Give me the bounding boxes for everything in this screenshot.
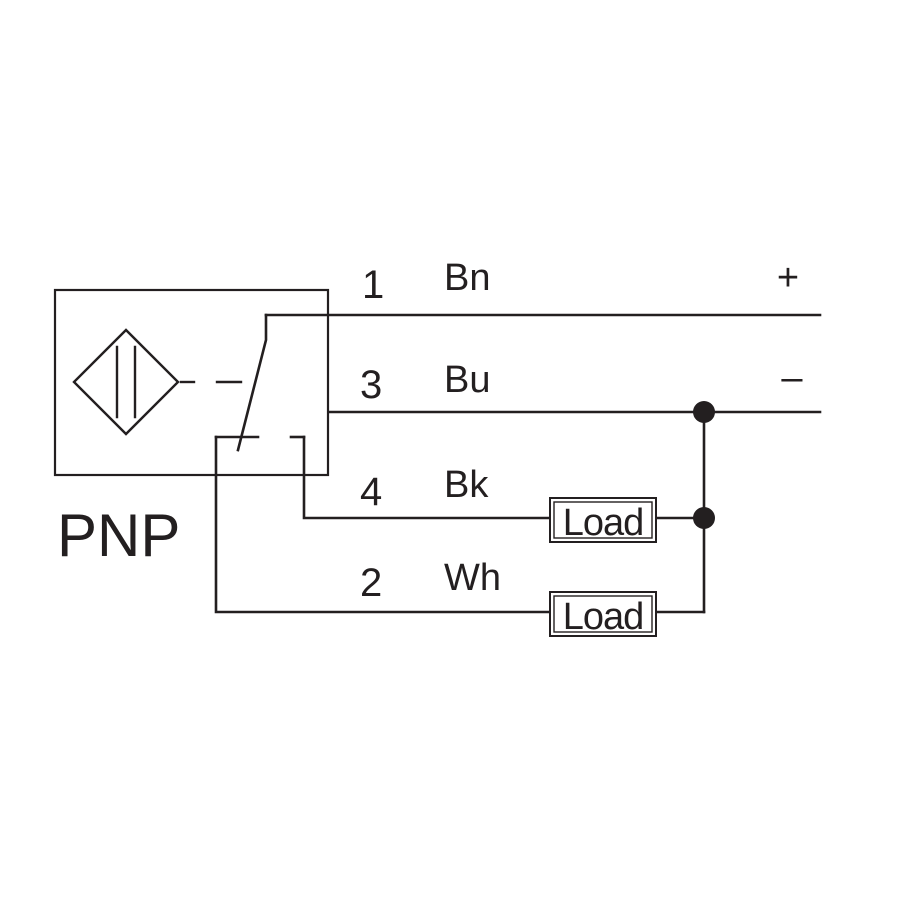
- load-box-white: Load: [549, 591, 657, 638]
- wire-white: [214, 435, 552, 614]
- load-box-black: Load: [549, 497, 657, 544]
- inductive-sensor-icon: [72, 328, 243, 436]
- wire-color-bn: Bn: [444, 257, 490, 299]
- pin-number-1: 1: [362, 263, 384, 307]
- polarity-plus: +: [777, 257, 799, 299]
- wire-color-bu: Bu: [444, 359, 490, 401]
- load-label: Load: [563, 596, 644, 638]
- switch-contact-icon: [214, 313, 822, 452]
- polarity-minus: –: [781, 357, 803, 399]
- sensor-housing: [53, 288, 330, 477]
- output-type-label: PNP: [57, 502, 180, 569]
- wire-black: [302, 435, 552, 520]
- wire-color-bk: Bk: [444, 464, 489, 506]
- wire-color-wh: Wh: [444, 557, 501, 599]
- pin-number-4: 4: [360, 470, 382, 514]
- pin-number-3: 3: [360, 363, 382, 407]
- load-label: Load: [563, 502, 644, 544]
- junction-dot: [693, 401, 715, 423]
- junction-dot: [693, 507, 715, 529]
- pin-number-2: 2: [360, 561, 382, 605]
